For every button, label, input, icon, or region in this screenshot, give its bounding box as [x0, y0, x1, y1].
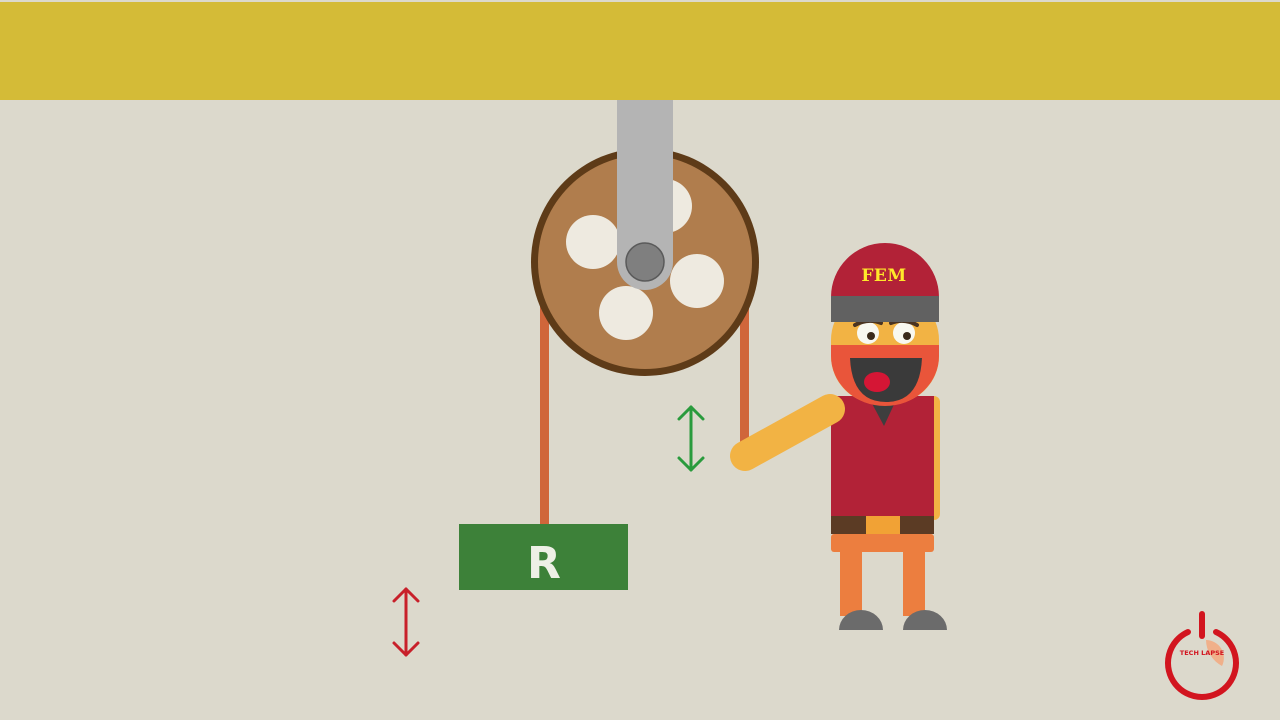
right-leg [903, 548, 925, 616]
tech-lapse-logo: TECH LAPSE [1165, 611, 1239, 700]
cap-brim [831, 296, 939, 322]
load-box: R [459, 524, 628, 590]
logo-text: TECH LAPSE [1180, 649, 1224, 657]
left-shoe [839, 610, 883, 630]
left-eye [857, 322, 879, 344]
pants [831, 534, 934, 552]
wheel-hole [599, 286, 653, 340]
axle [625, 242, 665, 282]
front-arm [730, 394, 845, 471]
rope-effort-side [740, 262, 749, 448]
load-direction-arrow [392, 587, 420, 657]
right-shoe [903, 610, 947, 630]
wheel-hole [670, 254, 724, 308]
effort-direction-arrow [677, 405, 705, 472]
cap [831, 243, 939, 297]
right-eye [893, 322, 915, 344]
load-label: R [527, 538, 561, 589]
tongue [864, 372, 890, 392]
belt-buckle [866, 516, 900, 534]
ceiling-beam [0, 2, 1280, 100]
pulley-bracket [617, 100, 673, 290]
wheel-hole [566, 215, 620, 269]
rope-load-side [540, 262, 549, 526]
left-leg [840, 548, 862, 616]
worker-character: FEM [730, 243, 947, 630]
cap-text: FEM [861, 266, 906, 286]
